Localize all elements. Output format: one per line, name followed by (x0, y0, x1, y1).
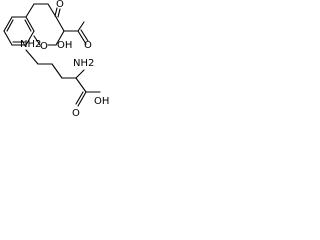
benzene-ring (3, 16, 35, 46)
lysine-acid-oh-label: OH (94, 96, 109, 107)
chemical-structure-diagram: O O OH O NH2 NH2 O OH (3, 0, 109, 119)
ring-oxygen-label: O (40, 41, 48, 52)
chromone-carboxylic-acid-molecule: O O OH O (3, 0, 92, 52)
chromone-carboxylic-acid-group: OH O (57, 21, 92, 51)
ketone-group: O (54, 0, 64, 18)
chromone-acid-o-label: O (84, 40, 92, 51)
pyranone-ring (25, 3, 65, 46)
lysine-molecule: NH2 NH2 O OH (20, 39, 109, 119)
chromone-acid-oh-label: OH (57, 40, 72, 51)
lysine-alpha-amine-label: NH2 (73, 58, 94, 69)
lysine-epsilon-amine-label: NH2 (20, 39, 41, 50)
ketone-oxygen-label: O (56, 0, 64, 10)
lysine-acid-o-label: O (72, 108, 80, 119)
lysine-chain (25, 49, 101, 107)
